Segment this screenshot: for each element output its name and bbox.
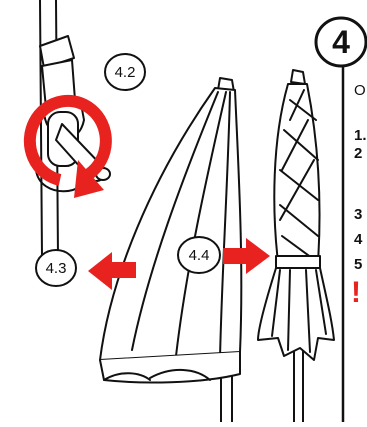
instruction-item-1: 1.: [354, 127, 367, 144]
umbrella-tied: [258, 70, 334, 422]
callout-label-4-2: 4.2: [104, 53, 146, 91]
instruction-item-4: 4: [354, 231, 362, 248]
instruction-item-2: 2: [354, 145, 362, 162]
callout-label-4-4: 4.4: [177, 236, 221, 274]
instruction-intro: O: [354, 82, 366, 99]
instruction-item-3: 3: [354, 206, 362, 223]
callout-label-4-3: 4.3: [35, 249, 77, 287]
instruction-item-5: 5: [354, 256, 362, 273]
warning-icon: !: [351, 276, 361, 310]
step-number: 4: [316, 18, 366, 66]
